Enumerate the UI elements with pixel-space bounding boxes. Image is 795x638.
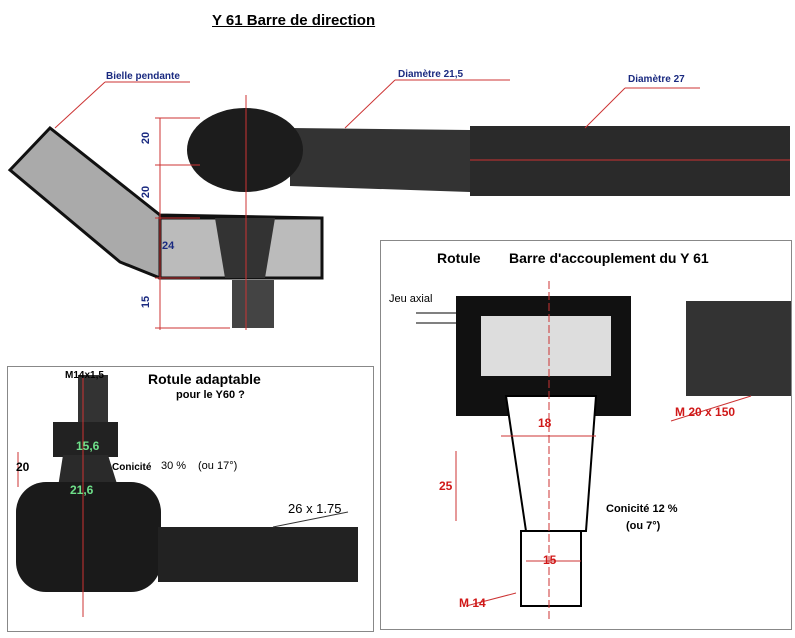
conicity-degrees: (ou 7°) (626, 520, 661, 532)
rod-thread-label: M 20 x 150 (675, 405, 736, 419)
diameter-top: 15,6 (76, 439, 100, 453)
threaded-shank (686, 301, 791, 396)
dim-18: 18 (538, 416, 552, 430)
thread-label: M14x1,5 (65, 370, 104, 381)
diameter-21-5-label: Diamètre 21,5 (398, 69, 464, 80)
tube-21-5 (290, 128, 470, 192)
dim-15: 15 (543, 553, 557, 567)
section-title: Barre d'accouplement du Y 61 (509, 250, 709, 266)
joint-housing (16, 482, 161, 592)
rod-thread-label: 26 x 1.75 (288, 501, 342, 516)
panel-subtitle: pour le Y60 ? (176, 389, 245, 401)
dim-label: 15 (140, 295, 153, 309)
diameter-bottom: 21,6 (70, 483, 94, 497)
conicity-degrees: (ou 17°) (198, 460, 238, 472)
tie-rod-end-section-panel: Rotule Barre d'accouplement du Y 61 Jeu … (380, 240, 792, 630)
tube-27 (470, 126, 790, 196)
dim-label: 20 (140, 185, 153, 199)
ball-joint-housing (187, 108, 303, 192)
conicity-label: Conicité 12 % (606, 503, 678, 515)
panel-title: Rotule adaptable (148, 371, 261, 387)
pin-thread-label: M 14 (459, 596, 486, 610)
conicity-value: 30 % (161, 460, 187, 472)
page-title: Y 61 Barre de direction (212, 12, 376, 29)
tapered-pin (504, 395, 598, 532)
adaptable-ball-joint-panel: Rotule adaptable pour le Y60 ? M14x1,5 1… (7, 366, 374, 632)
height-label: 20 (16, 460, 30, 474)
bielle-label: Bielle pendante (106, 71, 180, 82)
axial-play-label: Jeu axial (389, 293, 433, 305)
nut (232, 280, 274, 328)
conicity-label: Conicité (112, 462, 152, 473)
dim-25: 25 (439, 479, 453, 493)
section-title-rotule: Rotule (437, 250, 481, 266)
top-tie-rod-drawing (7, 79, 790, 330)
dim-label: 24 (162, 240, 175, 252)
threaded-rod (158, 527, 358, 582)
diameter-27-label: Diamètre 27 (628, 74, 685, 85)
dim-label: 20 (140, 131, 153, 145)
